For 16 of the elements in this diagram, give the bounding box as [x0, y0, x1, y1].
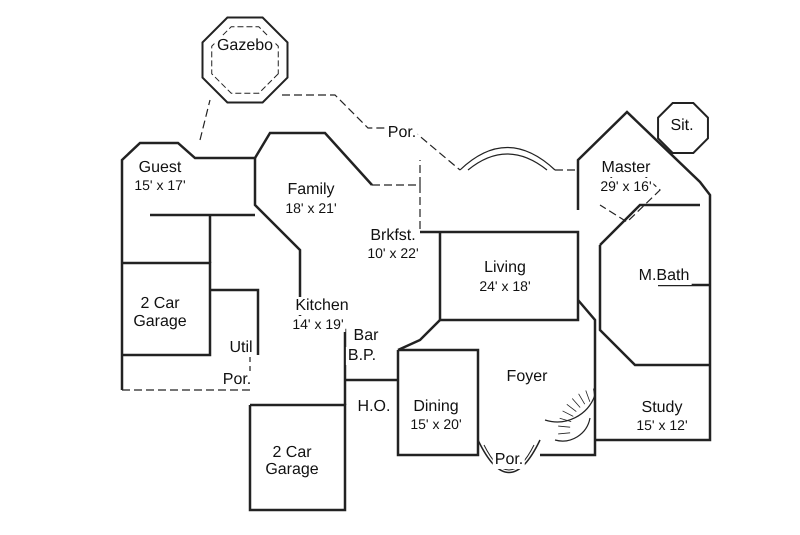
dimension-label: 15' x 12'	[634, 417, 690, 433]
room-label: Garage	[131, 313, 189, 331]
dimension-label: 14' x 19'	[290, 316, 346, 332]
dimension-label: 10' x 22'	[365, 245, 421, 261]
room-label: Foyer	[504, 368, 550, 386]
room-label: Study	[640, 399, 684, 417]
room-label: Living	[482, 259, 528, 277]
dimension-label: 15' x 20'	[408, 416, 464, 432]
room-label: Garage	[263, 461, 321, 479]
room-label: Por.	[492, 451, 526, 469]
room-label: Master	[600, 159, 652, 177]
dimension-label: 18' x 21'	[283, 200, 339, 216]
dimension-label: 15' x 17'	[132, 177, 188, 193]
dimension-label: 24' x 18'	[477, 278, 533, 294]
room-label: M.Bath	[636, 267, 692, 285]
dimension-label: 29' x 16'	[598, 178, 654, 194]
